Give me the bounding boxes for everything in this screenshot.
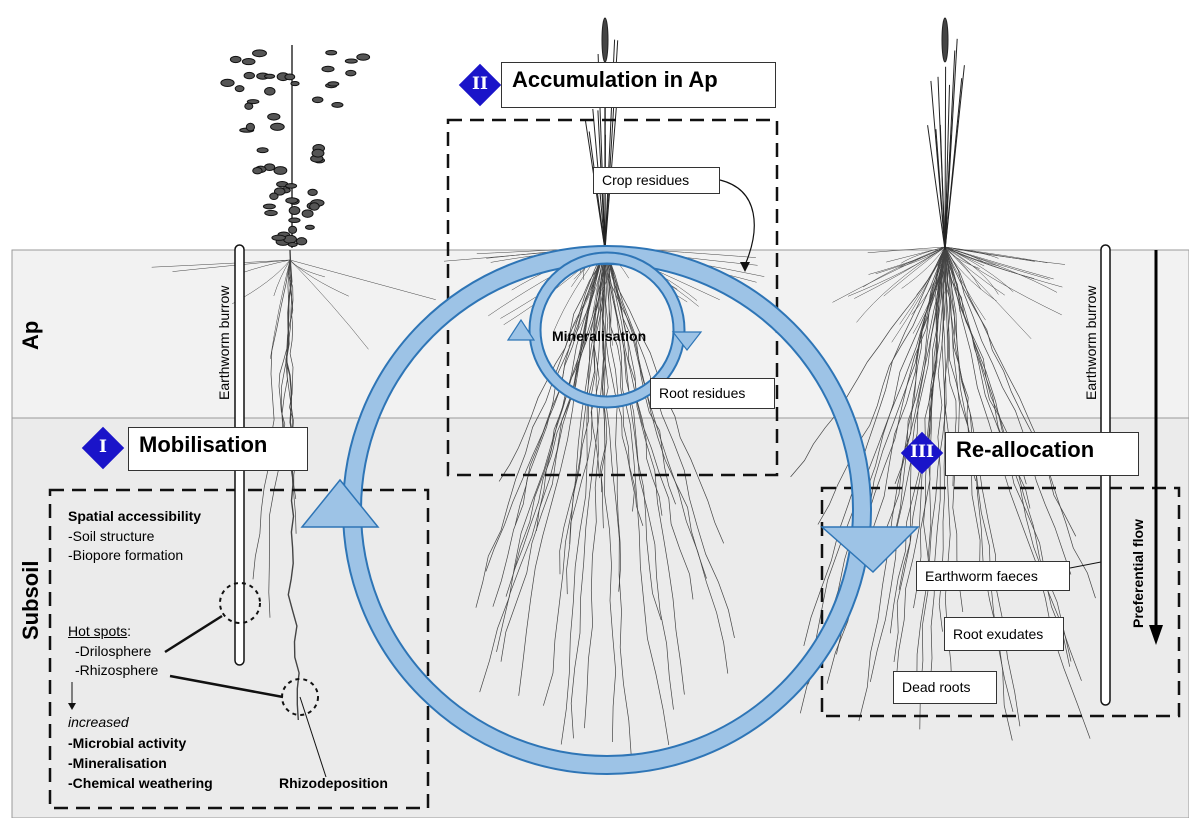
effect-item: -Chemical weathering (68, 775, 213, 791)
plant-leaf-icon (332, 102, 343, 107)
plant-leaf-icon (270, 193, 278, 199)
plant-leaf-icon (326, 50, 337, 54)
plant-leaf-icon (291, 82, 299, 86)
dead-roots-box: Dead roots (893, 671, 997, 704)
plant-leaf-icon (346, 70, 356, 76)
grass-blade-icon (945, 67, 946, 250)
hotspots-heading-colon: : (127, 623, 131, 639)
plant-leaf-icon (310, 203, 320, 211)
root-residues-box: Root residues (650, 378, 775, 409)
plant-leaf-icon (286, 184, 297, 189)
reallocation-title: Re-allocation (945, 432, 1139, 476)
plant-leaf-icon (312, 97, 322, 103)
grain-head-icon (602, 18, 608, 62)
plant-leaf-icon (286, 198, 298, 203)
plant-leaf-icon (289, 226, 297, 233)
plant-leaf-icon (253, 167, 262, 173)
plant-leaf-icon (265, 210, 278, 215)
plant-leaf-icon (230, 56, 241, 62)
plant-leaf-icon (345, 59, 357, 63)
plant-leaf-icon (274, 167, 287, 175)
plant-leaf-icon (253, 50, 267, 57)
plant-leaf-icon (312, 149, 324, 157)
plant-leaf-icon (302, 210, 313, 218)
plant-leaf-icon (242, 59, 255, 65)
plants (221, 18, 965, 250)
root-exudates-box: Root exudates (944, 617, 1064, 651)
grain-head-icon (942, 18, 948, 62)
ap-layer-label: Ap (18, 321, 44, 350)
crop-residues-box: Crop residues (593, 167, 720, 194)
plant-leaf-icon (289, 207, 300, 215)
earthworm-burrow-right-label: Earthworm burrow (1083, 286, 1099, 400)
effect-item: -Mineralisation (68, 755, 167, 771)
plant-leaf-icon (246, 123, 254, 131)
plant-leaf-icon (305, 225, 314, 229)
effect-item: -Microbial activity (68, 735, 186, 751)
plant-leaf-icon (257, 148, 268, 153)
plant-leaf-icon (268, 114, 280, 121)
subsoil-layer-label: Subsoil (18, 561, 44, 640)
earthworm-burrow-left-label: Earthworm burrow (216, 286, 232, 400)
hotspots-heading: Hot spots: (68, 623, 131, 639)
plant-leaf-icon (357, 54, 370, 60)
plant-leaf-icon (322, 66, 334, 72)
stage-i-numeral: I (82, 437, 124, 457)
plant-leaf-icon (263, 204, 275, 209)
plant-leaf-icon (244, 72, 254, 78)
plant-leaf-icon (308, 189, 317, 195)
mobilisation-title: Mobilisation (128, 427, 308, 471)
plant-leaf-icon (328, 82, 339, 86)
plant-leaf-icon (272, 235, 286, 240)
spatial-item: -Biopore formation (68, 547, 183, 563)
hotspot-item: -Rhizosphere (75, 662, 158, 678)
rhizodeposition-label: Rhizodeposition (279, 775, 388, 791)
stage-iii-numeral: III (901, 442, 943, 462)
hotspot-item: -Drilosphere (75, 643, 151, 659)
plant-leaf-icon (221, 79, 234, 86)
plant-leaf-icon (265, 87, 275, 95)
mineralisation-label: Mineralisation (552, 328, 646, 344)
accumulation-title: Accumulation in Ap (501, 62, 776, 108)
plant-leaf-icon (271, 123, 285, 130)
plant-leaf-icon (285, 74, 295, 80)
plant-leaf-icon (265, 74, 275, 78)
increased-label: increased (68, 714, 129, 730)
earthworm-faeces-box: Earthworm faeces (916, 561, 1070, 591)
plant-leaf-icon (247, 100, 259, 104)
stage-ii-numeral: II (459, 74, 501, 94)
plant-leaf-icon (289, 218, 300, 222)
hotspots-heading-text: Hot spots (68, 623, 127, 639)
plant-leaf-icon (296, 238, 306, 245)
plant-leaf-icon (288, 242, 297, 246)
spatial-item: -Soil structure (68, 528, 154, 544)
spatial-accessibility-heading: Spatial accessibility (68, 508, 201, 524)
plant-leaf-icon (235, 86, 244, 92)
preferential-flow-label: Preferential flow (1130, 519, 1146, 628)
